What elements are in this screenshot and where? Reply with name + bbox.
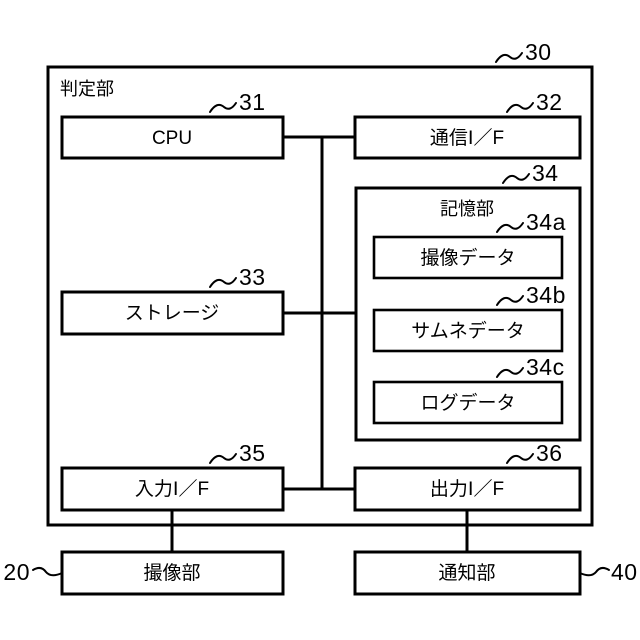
ref-number-32: 32	[536, 89, 563, 115]
memory-item-log-data	[372, 380, 564, 425]
leader-ref-35	[209, 453, 237, 464]
ref-number-33: 33	[239, 264, 266, 290]
block-output-if-label: 出力Ⅰ／F	[430, 478, 504, 500]
leader-ref-30	[495, 52, 523, 63]
memory-item-imaging-data	[372, 235, 564, 280]
ref-number-34a: 34a	[526, 209, 566, 235]
external-block-notifier	[353, 550, 582, 596]
ref-number-34b: 34b	[526, 282, 566, 308]
outer-unit-label: 判定部	[60, 79, 114, 99]
leader-ref-36	[506, 453, 534, 464]
external-block-notifier-label: 通知部	[438, 562, 495, 584]
block-output-if	[353, 466, 582, 512]
leader-ref-34a	[496, 222, 524, 233]
ref-number-30: 30	[525, 39, 552, 65]
ref-number-20: 20	[3, 559, 30, 585]
memory-item-log-data-label: ログデータ	[420, 392, 515, 414]
block-comm-if-label: 通信Ⅰ／F	[430, 127, 504, 149]
external-block-camera	[60, 550, 285, 596]
memory-item-imaging-data-label: 撮像データ	[420, 247, 515, 269]
leader-ref-33	[209, 277, 237, 288]
leader-ref-20	[32, 566, 63, 577]
block-cpu-label: CPU	[152, 128, 192, 149]
leader-ref-32	[506, 102, 534, 113]
leader-ref-34	[502, 173, 530, 184]
ref-number-31: 31	[239, 89, 266, 115]
ref-number-40: 40	[611, 559, 638, 585]
block-storage-label: ストレージ	[125, 303, 220, 324]
leader-ref-34b	[496, 295, 524, 306]
ref-number-35: 35	[239, 440, 266, 466]
leader-ref-34c	[496, 367, 524, 378]
leader-ref-31	[209, 102, 237, 113]
memory-item-thumbnail-data	[372, 308, 564, 353]
leader-ref-40	[579, 566, 610, 577]
block-memory-label: 記憶部	[440, 199, 494, 219]
external-block-camera-label: 撮像部	[143, 562, 200, 584]
block-cpu	[60, 115, 285, 160]
block-input-if-label: 入力Ⅰ／F	[135, 478, 209, 500]
memory-item-thumbnail-data-label: サムネデータ	[411, 320, 525, 342]
ref-number-34c: 34c	[526, 354, 565, 380]
block-input-if	[60, 466, 285, 512]
block-storage	[60, 290, 285, 336]
ref-number-34: 34	[532, 160, 559, 186]
ref-number-36: 36	[536, 440, 563, 466]
block-comm-if	[353, 115, 582, 160]
